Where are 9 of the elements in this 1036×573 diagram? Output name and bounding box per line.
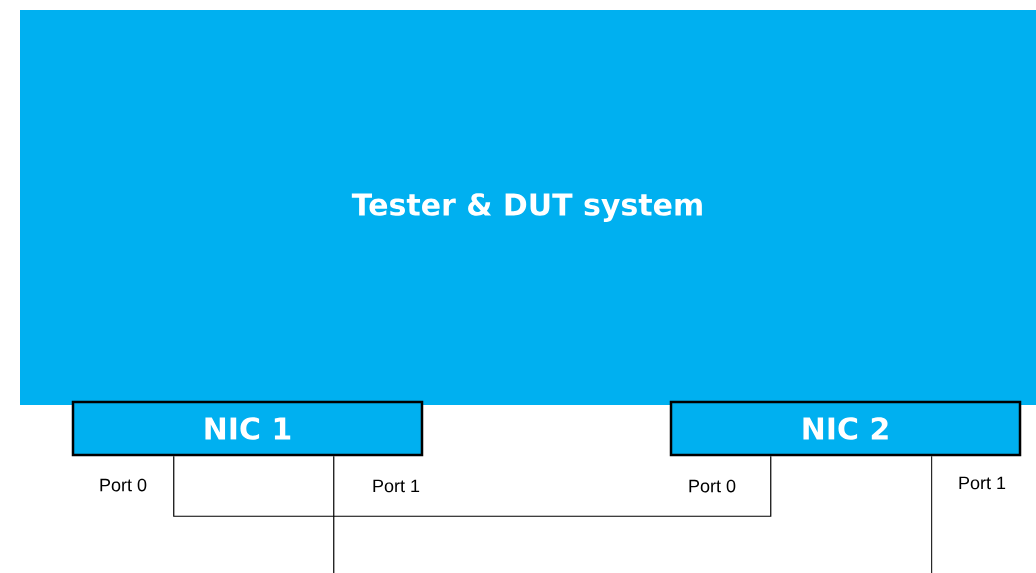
cable-line — [333, 455, 335, 573]
port-label: Port 0 — [100, 478, 147, 492]
nic-box: NIC 2 — [669, 400, 1022, 457]
port-label: Port 1 — [959, 476, 1006, 490]
nic-box: NIC 1 — [71, 400, 424, 457]
cable-line — [931, 455, 933, 573]
port-label: Port 0 — [689, 479, 736, 493]
cable-line — [173, 455, 772, 517]
port-label: Port 1 — [373, 479, 420, 493]
